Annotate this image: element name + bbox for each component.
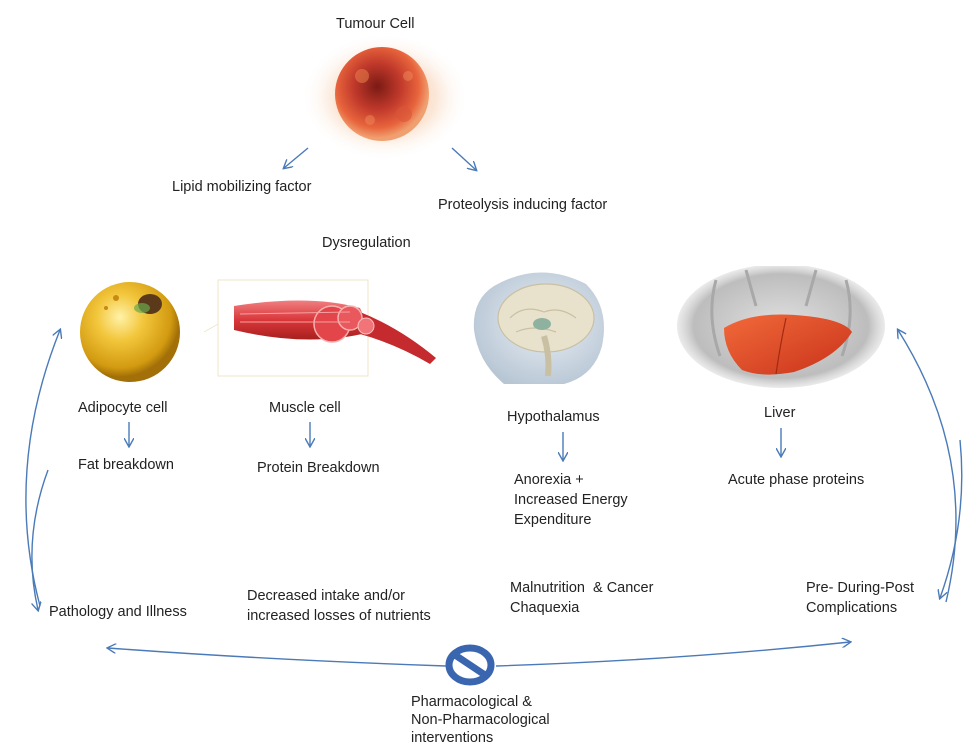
arrow-cycle-right — [898, 330, 956, 602]
arrow-cycle-left-start — [32, 470, 48, 610]
arrow-bottom-right — [496, 642, 850, 666]
arrow-tumour-to-lipid — [284, 148, 308, 168]
arrow-cycle-left — [26, 330, 60, 606]
arrow-tumour-to-proteolysis — [452, 148, 476, 170]
arrow-bottom-left — [108, 648, 446, 666]
